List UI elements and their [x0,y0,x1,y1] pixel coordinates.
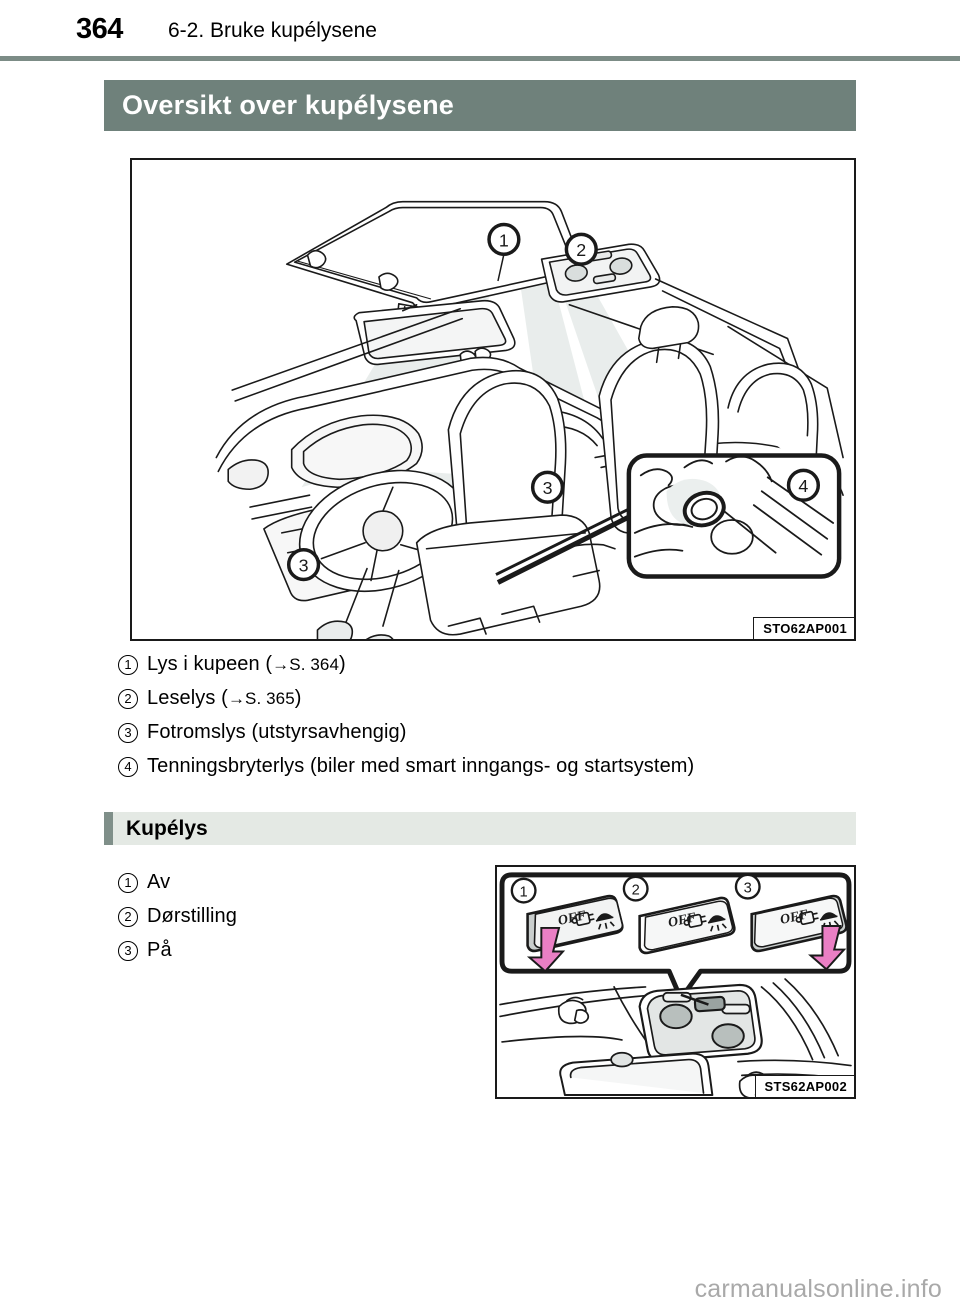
list-marker: 3 [118,941,138,961]
list-item: 3 På [118,938,448,963]
list-item-label: Fotromslys (utstyrsavhengig) [147,721,407,743]
switch-state-2: 2 OFF [622,875,736,955]
svg-text:3: 3 [543,478,553,498]
svg-text:4: 4 [798,476,808,496]
inset-detail-box [495,453,842,585]
switch-states-balloon: 1 OFF [499,872,852,1002]
kupelys-position-list: 1 Av 2 Dørstilling 3 På [118,870,448,972]
svg-text:3: 3 [299,556,309,576]
list-marker: 1 [118,655,138,675]
running-head-title: 6-2. Bruke kupélysene [168,19,377,42]
page-number: 364 [76,13,123,45]
header-divider [0,56,960,61]
page-reference: →S. 364 [272,655,340,674]
svg-text:3: 3 [744,881,752,897]
press-arrow-icon [808,924,847,971]
site-watermark: carmanualsonline.info [694,1275,942,1303]
press-arrow-icon [526,926,566,973]
list-marker: 1 [118,873,138,893]
list-marker: 2 [118,907,138,927]
switch-illustration: 1 OFF [499,872,852,1097]
list-item-label: Leselys (→S. 365) [147,687,302,709]
list-item-label: Tenningsbryterlys (biler med smart innga… [147,755,695,777]
page-header: 364 6-2. Bruke kupélysene [0,0,960,61]
svg-text:1: 1 [499,230,509,250]
figure-interior-caption: STO62AP001 [753,617,854,639]
svg-text:2: 2 [576,240,586,260]
list-item-label: På [147,939,172,961]
svg-text:1: 1 [520,884,528,900]
chapter-title-band: Oversikt over kupélysene [104,80,856,131]
subsection-header-kupelys: Kupélys [104,812,856,845]
subsection-accent-bar [104,812,113,845]
list-item-label: Av [147,871,171,893]
list-item-label: Lys i kupeen (→S. 364) [147,653,346,675]
figure-interior-overview: 1 2 3 3 4 STO62AP001 [130,158,856,641]
list-marker: 3 [118,723,138,743]
list-item-label: Dørstilling [147,905,237,927]
interior-illustration: 1 2 3 3 4 [215,200,844,639]
list-marker: 4 [118,757,138,777]
page-title: Oversikt over kupélysene [122,90,454,120]
list-marker: 2 [118,689,138,709]
list-item: 4 Tenningsbryterlys (biler med smart inn… [118,754,878,779]
list-item: 1 Lys i kupeen (→S. 364) [118,652,878,677]
subsection-title: Kupélys [126,817,208,840]
list-item: 1 Av [118,870,448,895]
figure-dome-light-switch: 1 OFF [495,865,856,1099]
list-item: 2 Leselys (→S. 365) [118,686,878,711]
callout-markers: 1 2 3 3 4 [286,222,821,582]
figure-switch-caption: STS62AP002 [754,1075,854,1097]
component-legend-list: 1 Lys i kupeen (→S. 364) 2 Leselys (→S. … [118,652,878,788]
page-reference: →S. 365 [227,689,295,708]
svg-text:2: 2 [632,883,640,899]
svg-text:OFF: OFF [557,907,588,928]
switch-state-1: 1 OFF [510,877,624,973]
list-item: 2 Dørstilling [118,904,448,929]
list-item: 3 Fotromslys (utstyrsavhengig) [118,720,878,745]
switch-state-3: 3 OFF [734,873,848,971]
